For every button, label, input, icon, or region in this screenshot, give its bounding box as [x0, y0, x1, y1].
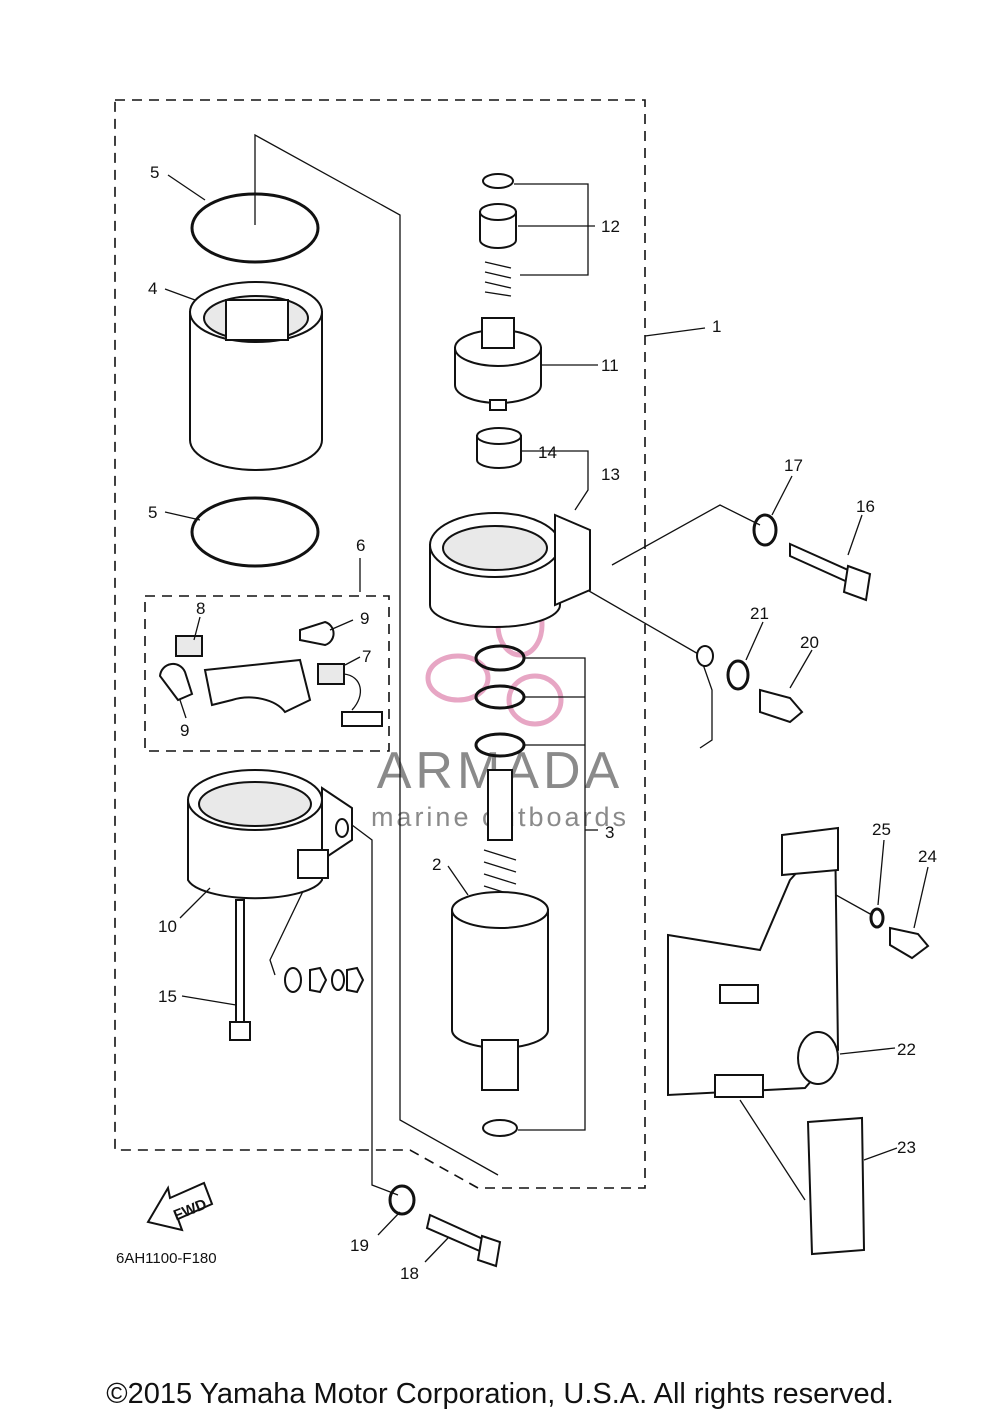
- callout-labels: 1 2 3 4 5 5 6 7 8 9 9 10 11 12 13 14 15 …: [148, 163, 937, 1283]
- grommet-22: [797, 1031, 839, 1085]
- callout-20: 20: [800, 633, 819, 652]
- o-ring-bottom: [190, 496, 320, 568]
- callout-10: 10: [158, 917, 177, 936]
- armature: [451, 769, 549, 1091]
- callout-13: 13: [601, 465, 620, 484]
- alignment-lines: [254, 133, 873, 1201]
- callout-9-left: 9: [180, 721, 189, 740]
- upper-bracket: [429, 512, 591, 628]
- callout-18: 18: [400, 1264, 419, 1283]
- brush-8: [175, 635, 203, 657]
- cap-23: [806, 1116, 866, 1256]
- callout-21: 21: [750, 604, 769, 623]
- callout-4: 4: [148, 279, 157, 298]
- plate-washer-set: [474, 644, 598, 1137]
- o-ring-top: [190, 192, 320, 264]
- callout-7: 7: [362, 647, 371, 666]
- callout-19: 19: [350, 1236, 369, 1255]
- cover-bracket: [667, 826, 930, 1256]
- callout-11: 11: [601, 356, 619, 375]
- callout-24: 24: [918, 847, 937, 866]
- brush-holder-group: [158, 620, 383, 727]
- diagram-ref-code: 6AH1100-F180: [116, 1250, 217, 1267]
- brush-7: [317, 663, 345, 685]
- callout-23: 23: [897, 1138, 916, 1157]
- assembly-boundary: [114, 99, 706, 1189]
- callout-2: 2: [432, 855, 441, 874]
- forward-arrow-icon: FWD: [146, 1181, 214, 1232]
- washer-17: [752, 513, 778, 547]
- washer-25: [869, 907, 885, 929]
- callout-3: 3: [605, 823, 614, 842]
- callout-17: 17: [784, 456, 803, 475]
- callout-15: 15: [158, 987, 177, 1006]
- callout-5-top: 5: [150, 163, 159, 182]
- washer-19: [388, 1184, 416, 1216]
- pinion-retainer-set: [479, 173, 595, 297]
- nut-washer-set: [284, 966, 365, 994]
- bushing: [476, 427, 589, 511]
- callout-22: 22: [897, 1040, 916, 1059]
- pinion-gear: [454, 317, 598, 411]
- washer-21: [726, 659, 750, 691]
- callout-leaders: [164, 174, 929, 1263]
- callout-6: 6: [356, 536, 365, 555]
- callout-8: 8: [196, 599, 205, 618]
- callout-25: 25: [872, 820, 891, 839]
- callout-9-right: 9: [360, 609, 369, 628]
- copyright-notice: ©2015 Yamaha Motor Corporation, U.S.A. A…: [106, 1378, 894, 1410]
- mounting-hardware: [388, 513, 872, 1268]
- callout-1: 1: [712, 317, 721, 336]
- brush-set-boundary: [144, 595, 390, 752]
- callout-16: 16: [856, 497, 875, 516]
- yoke-housing: [189, 281, 323, 471]
- callout-5-bottom: 5: [148, 503, 157, 522]
- callout-14: 14: [538, 443, 557, 462]
- lower-housing: [187, 769, 353, 900]
- callout-12: 12: [601, 217, 620, 236]
- through-bolt: [229, 899, 251, 1041]
